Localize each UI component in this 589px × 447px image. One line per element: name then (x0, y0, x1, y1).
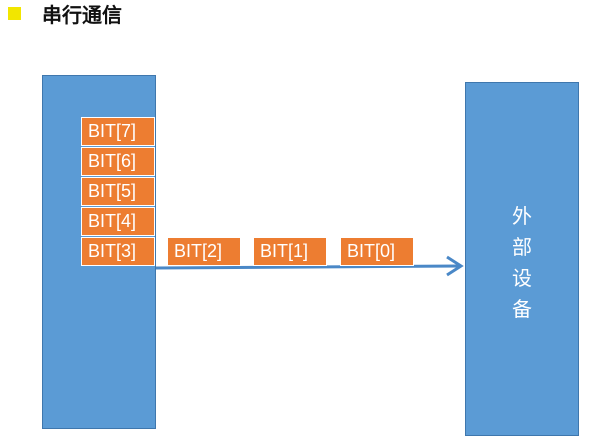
bit-1-box: BIT[1] (253, 237, 327, 266)
square-bullet-icon (8, 7, 21, 20)
bit-5-box: BIT[5] (81, 177, 155, 206)
bit-6-box: BIT[6] (81, 147, 155, 176)
external-device-char: 外 (512, 204, 532, 228)
bit-7-box: BIT[7] (81, 117, 155, 146)
bit-4-box: BIT[4] (81, 207, 155, 236)
bit-2-box: BIT[2] (167, 237, 241, 266)
bit-0-box: BIT[0] (340, 237, 414, 266)
page-title: 串行通信 (42, 3, 122, 27)
bit-3-box: BIT[3] (81, 237, 155, 266)
external-device-char: 部 (512, 235, 532, 259)
external-device-label: 外 部 设 备 (466, 201, 578, 325)
external-device-char: 备 (512, 297, 532, 321)
external-device-block: 外 部 设 备 (465, 82, 579, 436)
external-device-char: 设 (512, 266, 532, 290)
